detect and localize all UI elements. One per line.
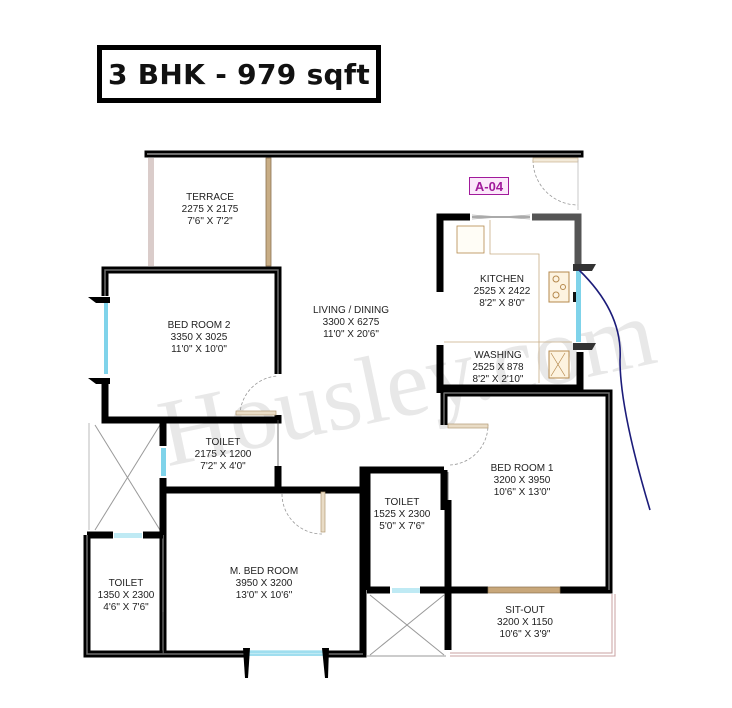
toilet1-window: [161, 448, 166, 476]
title-box: 3 BHK - 979 sqft: [97, 45, 381, 103]
toilet3-walls: [83, 531, 163, 658]
shaft-bottom: [367, 594, 446, 657]
drain-line: [578, 269, 651, 511]
toilet1-walls: [159, 423, 282, 535]
sitout-sliding-door: [487, 586, 561, 594]
toilet2-window: [392, 588, 420, 593]
bedroom2-walls-core: [104, 269, 279, 374]
sink-icon: [548, 350, 570, 379]
bedroom2-window: [88, 297, 110, 384]
kitchen-counter: [444, 220, 572, 383]
kitchen-walls: [436, 213, 584, 393]
watermark: Housley.com: [150, 278, 664, 487]
bedroom1-door: [447, 423, 489, 466]
master-bedroom-walls: [159, 466, 444, 658]
unit-tag-text: A-04: [474, 178, 504, 194]
master-bedroom-window: [243, 648, 329, 678]
bedroom1-walls-core: [443, 392, 610, 590]
kitchen-fixture-mark: [573, 292, 576, 302]
master-bedroom-door: [281, 491, 326, 535]
master-bedroom-walls-core: [162, 535, 363, 655]
toilet3-window: [114, 533, 142, 538]
entrance-door: [532, 157, 579, 210]
kitchen-walls-grey: [532, 213, 582, 265]
kitchen-window: [573, 264, 596, 350]
bedroom2-door: [235, 375, 279, 416]
unit-tag: A-04: [469, 177, 509, 195]
terrace-railings: [148, 157, 272, 267]
sitout-railing: [450, 594, 616, 657]
shaft-left: [88, 423, 161, 531]
watermark-text: Housley.com: [150, 278, 664, 487]
toilet2-walls: [363, 470, 452, 650]
toilet3-walls-core: [86, 535, 163, 655]
hob-icon: [548, 271, 570, 303]
plan-title: 3 BHK - 979 sqft: [107, 57, 371, 91]
